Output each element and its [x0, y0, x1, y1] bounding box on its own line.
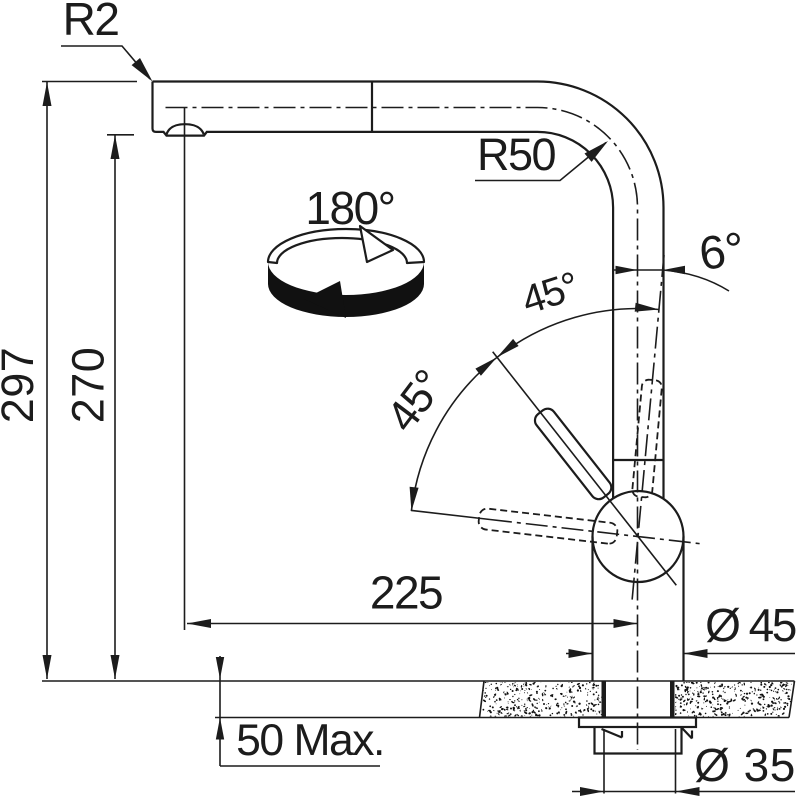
svg-text:6°: 6° — [696, 221, 748, 280]
svg-text:R50: R50 — [477, 129, 556, 180]
svg-text:270: 270 — [63, 347, 114, 424]
svg-text:50 Max.: 50 Max. — [236, 716, 384, 765]
svg-text:180°: 180° — [305, 182, 394, 234]
svg-text:Ø 45: Ø 45 — [705, 599, 796, 651]
svg-text:Ø 35: Ø 35 — [694, 739, 796, 791]
svg-text:R2: R2 — [63, 0, 119, 45]
svg-text:297: 297 — [0, 347, 43, 424]
svg-text:225: 225 — [370, 567, 442, 619]
